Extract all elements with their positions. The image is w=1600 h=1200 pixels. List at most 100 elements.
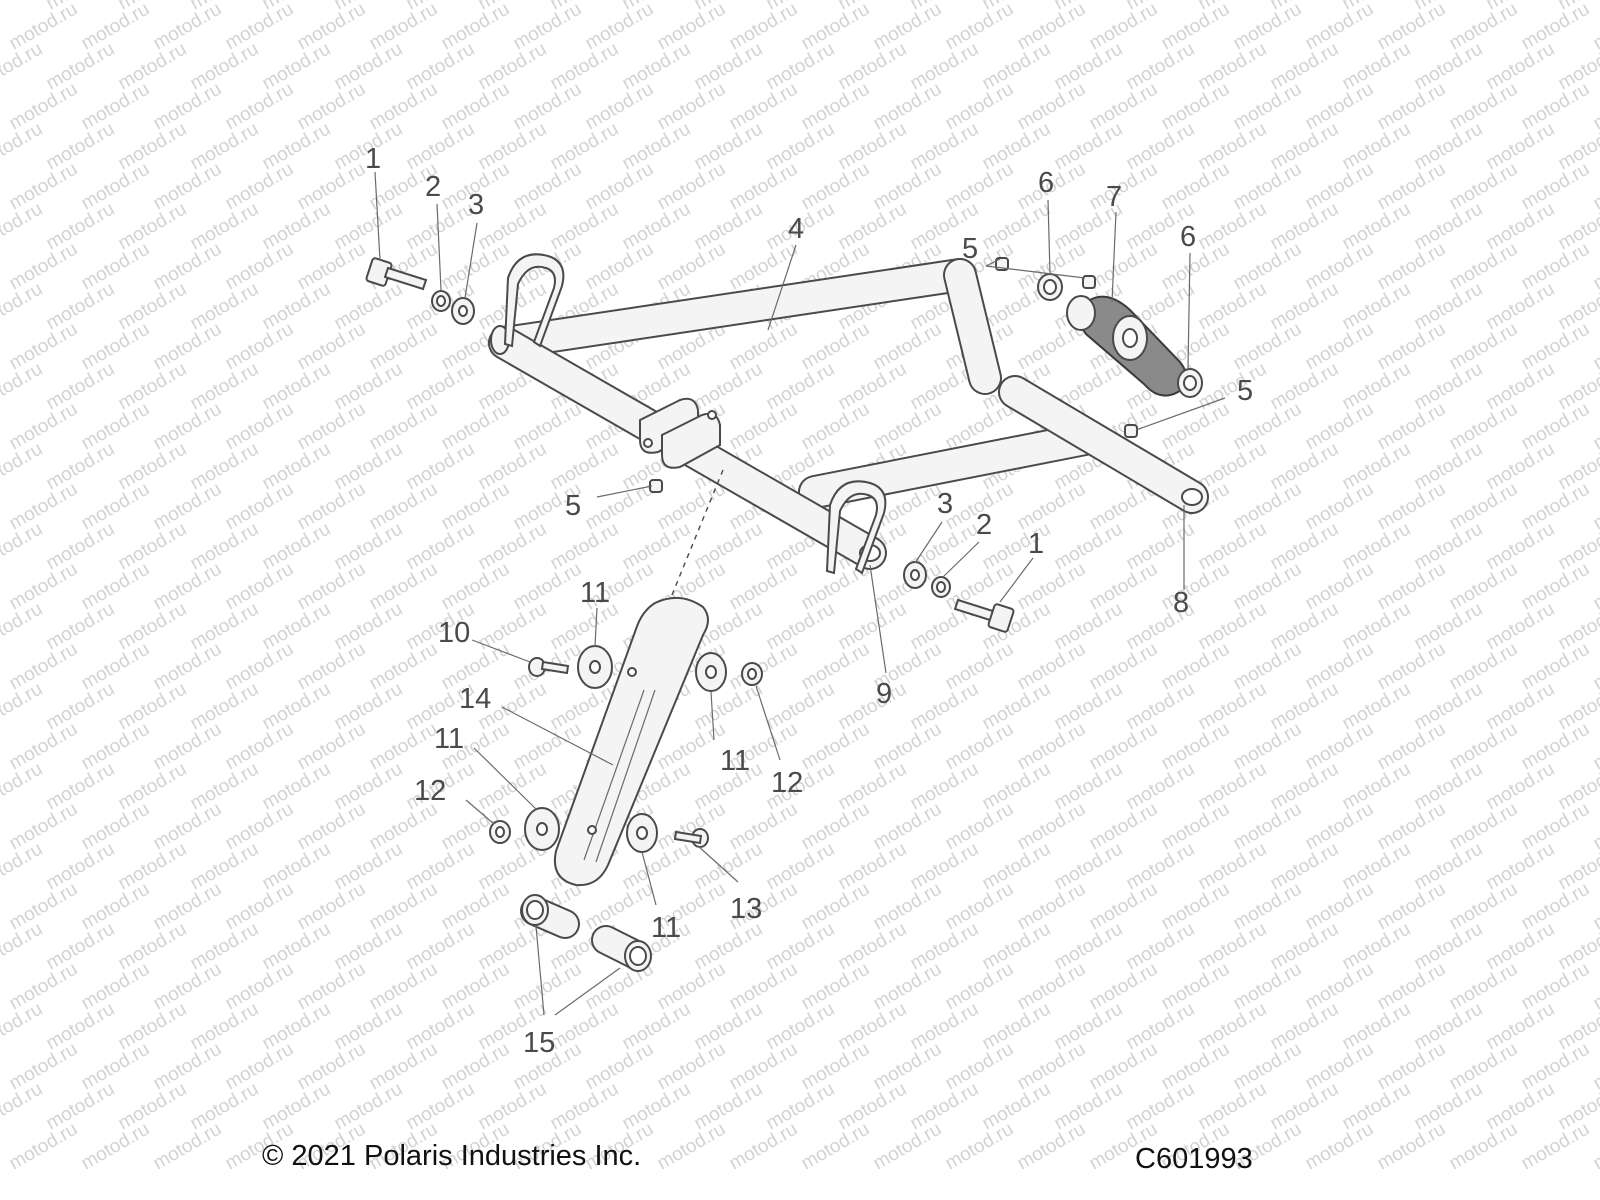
callout-leader xyxy=(535,925,545,1016)
watermark-text: motod.ru xyxy=(1374,239,1449,295)
pivot-bracket xyxy=(1066,295,1203,398)
watermark-text: motod.ru xyxy=(43,759,118,815)
watermark-text: motod.ru xyxy=(1014,959,1089,1015)
watermark-text: motod.ru xyxy=(691,1079,766,1135)
callout-leader xyxy=(436,203,442,291)
watermark-text: motod.ru xyxy=(43,1079,118,1135)
watermark-text: motod.ru xyxy=(6,239,81,295)
watermark-text: motod.ru xyxy=(1518,239,1593,295)
watermark-text: motod.ru xyxy=(438,239,513,295)
watermark-text: motod.ru xyxy=(1411,999,1486,1055)
watermark-text: motod.ru xyxy=(331,39,406,95)
watermark-text: motod.ru xyxy=(619,119,694,175)
watermark-text: motod.ru xyxy=(654,159,729,215)
watermark-text: motod.ru xyxy=(222,79,297,135)
callout-4: 4 xyxy=(788,213,804,245)
watermark-text: motod.ru xyxy=(979,759,1054,815)
watermark-text: motod.ru xyxy=(979,199,1054,255)
watermark-text: motod.ru xyxy=(1051,119,1126,175)
watermark-text: motod.ru xyxy=(1123,679,1198,735)
watermark-text: motod.ru xyxy=(582,0,657,54)
watermark-text: motod.ru xyxy=(150,959,225,1015)
watermark-text: motod.ru xyxy=(1267,839,1342,895)
watermark-text: motod.ru xyxy=(115,39,190,95)
watermark-text: motod.ru xyxy=(907,919,982,975)
watermark-text: motod.ru xyxy=(259,439,334,495)
watermark-text: motod.ru xyxy=(1374,159,1449,215)
watermark-text: motod.ru xyxy=(1195,359,1270,415)
watermark-text: motod.ru xyxy=(835,999,910,1055)
callout-leader xyxy=(914,521,943,564)
watermark-text: motod.ru xyxy=(942,799,1017,855)
watermark-text: motod.ru xyxy=(366,639,441,695)
bushing-1 xyxy=(520,894,580,939)
watermark-text: motod.ru xyxy=(510,0,585,54)
watermark-text: motod.ru xyxy=(6,79,81,135)
watermark-text: motod.ru xyxy=(1590,559,1600,615)
watermark-text: motod.ru xyxy=(403,519,478,575)
watermark-text: motod.ru xyxy=(1230,799,1305,855)
watermark-text: motod.ru xyxy=(403,39,478,95)
callout-9: 9 xyxy=(876,678,892,710)
watermark-text: motod.ru xyxy=(43,679,118,735)
watermark-text: motod.ru xyxy=(222,159,297,215)
watermark-text: motod.ru xyxy=(1014,1039,1089,1095)
watermark-text: motod.ru xyxy=(222,959,297,1015)
watermark-text: motod.ru xyxy=(259,839,334,895)
watermark-text: motod.ru xyxy=(187,119,262,175)
callout-12-left: 12 xyxy=(414,775,446,807)
watermark-text: motod.ru xyxy=(78,1119,153,1175)
watermark-text: motod.ru xyxy=(78,319,153,375)
link-washer-3 xyxy=(524,807,560,851)
watermark-text: motod.ru xyxy=(798,399,873,455)
watermark-text: motod.ru xyxy=(78,1039,153,1095)
watermark-text: motod.ru xyxy=(1483,999,1558,1055)
watermark-text: motod.ru xyxy=(1267,599,1342,655)
watermark-text: motod.ru xyxy=(438,0,513,54)
watermark-text: motod.ru xyxy=(1123,1079,1198,1135)
watermark-text: motod.ru xyxy=(403,839,478,895)
watermark-text: motod.ru xyxy=(150,1119,225,1175)
watermark-text: motod.ru xyxy=(222,399,297,455)
watermark-text: motod.ru xyxy=(582,79,657,135)
watermark-text: motod.ru xyxy=(1302,239,1377,295)
callout-leader xyxy=(1187,252,1191,369)
watermark-text: motod.ru xyxy=(78,479,153,535)
watermark-text: motod.ru xyxy=(331,599,406,655)
watermark-text: motod.ru xyxy=(1483,839,1558,895)
watermark-text: motod.ru xyxy=(547,1079,622,1135)
watermark-text: motod.ru xyxy=(1230,159,1305,215)
watermark-text: motod.ru xyxy=(6,639,81,695)
watermark-text: motod.ru xyxy=(726,559,801,615)
watermark-text: motod.ru xyxy=(1518,1119,1593,1175)
lock-washer-upper xyxy=(431,290,451,312)
watermark-text: motod.ru xyxy=(6,719,81,775)
watermark-text: motod.ru xyxy=(1446,319,1521,375)
callout-leader xyxy=(1135,397,1226,431)
watermark-text: motod.ru xyxy=(1195,279,1270,335)
watermark-text: motod.ru xyxy=(6,1119,81,1175)
watermark-text: motod.ru xyxy=(294,719,369,775)
watermark-text: motod.ru xyxy=(619,39,694,95)
watermark-text: motod.ru xyxy=(1339,439,1414,495)
watermark-text: motod.ru xyxy=(654,0,729,54)
watermark-text: motod.ru xyxy=(0,119,46,175)
watermark-text: motod.ru xyxy=(331,679,406,735)
watermark-text: motod.ru xyxy=(582,159,657,215)
watermark-text: motod.ru xyxy=(870,1119,945,1175)
watermark-text: motod.ru xyxy=(1374,879,1449,935)
watermark-text: motod.ru xyxy=(979,679,1054,735)
watermark-text: motod.ru xyxy=(43,439,118,495)
watermark-text: motod.ru xyxy=(294,399,369,455)
watermark-text: motod.ru xyxy=(1411,439,1486,495)
watermark-text: motod.ru xyxy=(43,119,118,175)
watermark-text: motod.ru xyxy=(475,39,550,95)
watermark-text: motod.ru xyxy=(475,439,550,495)
watermark-text: motod.ru xyxy=(1374,559,1449,615)
watermark-text: motod.ru xyxy=(331,999,406,1055)
watermark-text: motod.ru xyxy=(1302,0,1377,54)
watermark-text: motod.ru xyxy=(78,799,153,855)
watermark-text: motod.ru xyxy=(1374,319,1449,375)
watermark-text: motod.ru xyxy=(1411,199,1486,255)
